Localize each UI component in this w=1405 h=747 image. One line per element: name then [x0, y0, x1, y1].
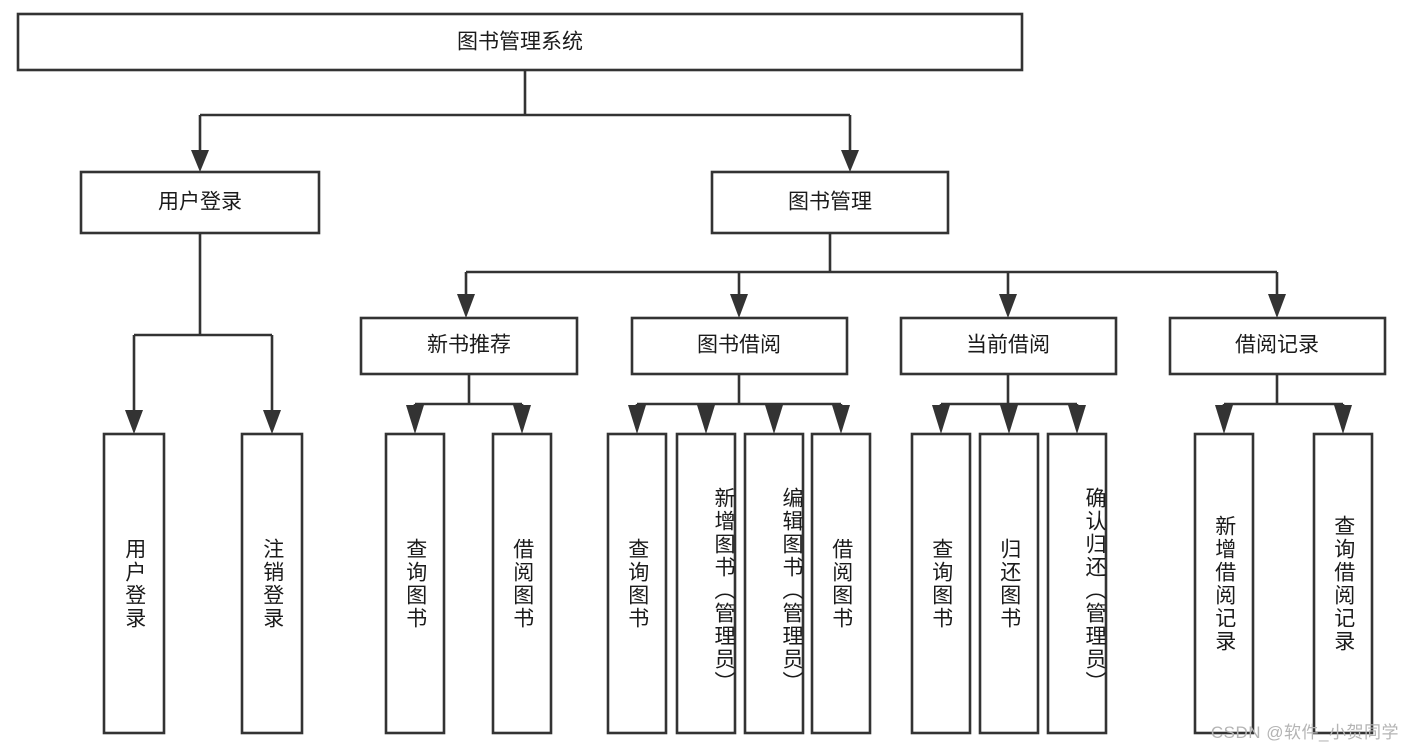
arrowhead-book-borrow: [730, 294, 748, 318]
node-leaf-logout-login[interactable]: [240, 432, 304, 735]
node-borrow-record[interactable]: [1168, 316, 1387, 376]
node-leaf-add-record[interactable]: [1193, 432, 1255, 735]
node-book-borrow[interactable]: [630, 316, 849, 376]
arrowhead-leaf-borrow-book-1: [513, 405, 531, 434]
node-book-management[interactable]: [710, 170, 950, 235]
arrowhead-current-borrow: [999, 294, 1017, 318]
node-root-label: 图书管理系统: [457, 31, 583, 54]
node-leaf-query-book-1[interactable]: [384, 432, 446, 735]
arrowhead-leaf-return-book: [1000, 405, 1018, 434]
arrowhead-leaf-query-book-3: [932, 405, 950, 434]
node-leaf-borrow-book-2[interactable]: [810, 432, 872, 735]
arrowhead-leaf-logout-login: [263, 410, 281, 434]
node-leaf-user-login[interactable]: [102, 432, 166, 735]
node-user-login-label: 用户登录: [158, 191, 242, 214]
arrowhead-book-management: [841, 150, 859, 172]
node-borrow-record-label: 借阅记录: [1235, 334, 1319, 357]
node-leaf-query-book-3[interactable]: [910, 432, 972, 735]
node-leaf-query-record[interactable]: [1312, 432, 1374, 735]
node-leaf-query-book-2[interactable]: [606, 432, 668, 735]
node-user-login[interactable]: [79, 170, 321, 235]
csdn-watermark: CSDN @软件_小贺同学: [1210, 723, 1399, 742]
node-book-management-label: 图书管理: [788, 191, 872, 214]
arrowhead-leaf-query-record: [1334, 405, 1352, 434]
arrowhead-leaf-confirm-return: [1068, 405, 1086, 434]
node-leaf-edit-book[interactable]: [743, 432, 805, 735]
arrowhead-leaf-borrow-book-2: [832, 405, 850, 434]
node-leaf-confirm-return[interactable]: [1046, 432, 1108, 735]
node-new-book-recommend[interactable]: [359, 316, 579, 376]
node-leaf-add-book[interactable]: [675, 432, 737, 735]
node-current-borrow-label: 当前借阅: [966, 334, 1050, 357]
node-book-borrow-label: 图书借阅: [697, 334, 781, 357]
arrowhead-leaf-add-record: [1215, 405, 1233, 434]
node-new-book-recommend-label: 新书推荐: [427, 334, 511, 357]
node-layer: 图书管理系统 用户登录 图书管理 新书推荐 图书借阅 当前借阅 借阅记录: [16, 12, 1387, 735]
node-current-borrow[interactable]: [899, 316, 1118, 376]
connector-layer: [125, 70, 1352, 434]
arrowhead-leaf-query-book-2: [628, 405, 646, 434]
node-leaf-borrow-book-1[interactable]: [491, 432, 553, 735]
arrowhead-leaf-user-login: [125, 410, 143, 434]
arrowhead-user-login: [191, 150, 209, 172]
node-root[interactable]: [16, 12, 1024, 72]
arrowhead-leaf-query-book-1: [406, 405, 424, 434]
arrowhead-leaf-add-book: [697, 405, 715, 434]
arrowhead-new-book-recommend: [457, 294, 475, 318]
node-leaf-return-book[interactable]: [978, 432, 1040, 735]
arrowhead-leaf-edit-book: [765, 405, 783, 434]
arrowhead-borrow-record: [1268, 294, 1286, 318]
